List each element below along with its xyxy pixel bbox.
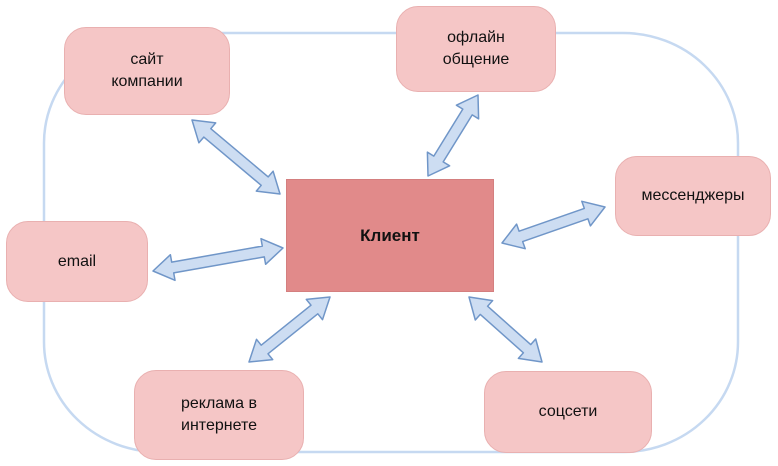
double-arrow-connector — [501, 200, 606, 250]
node-social-networks-label: соцсети — [538, 403, 598, 421]
node-messengers: мессенджеры — [615, 156, 771, 236]
node-client-label: Клиент — [360, 225, 420, 245]
node-messengers-label: мессенджеры — [641, 187, 745, 205]
node-email: email — [6, 221, 148, 302]
node-offline-communication: офлайн общение — [396, 6, 556, 92]
node-internet-ads: реклама в интернете — [134, 370, 304, 460]
double-arrow-connector — [191, 119, 281, 195]
double-arrow-connector — [426, 94, 480, 177]
double-arrow-connector — [248, 296, 331, 363]
double-arrow-connector — [468, 296, 543, 363]
double-arrow-connector — [152, 237, 284, 282]
node-internet-ads-label: реклама в интернете — [180, 395, 258, 434]
node-email-label: email — [57, 252, 97, 270]
node-company-site: сайт компании — [64, 27, 230, 115]
node-company-site-label: сайт компании — [111, 51, 183, 90]
node-offline-communication-label: офлайн общение — [442, 29, 510, 68]
node-client: Клиент — [286, 179, 494, 292]
node-social-networks: соцсети — [484, 371, 652, 453]
